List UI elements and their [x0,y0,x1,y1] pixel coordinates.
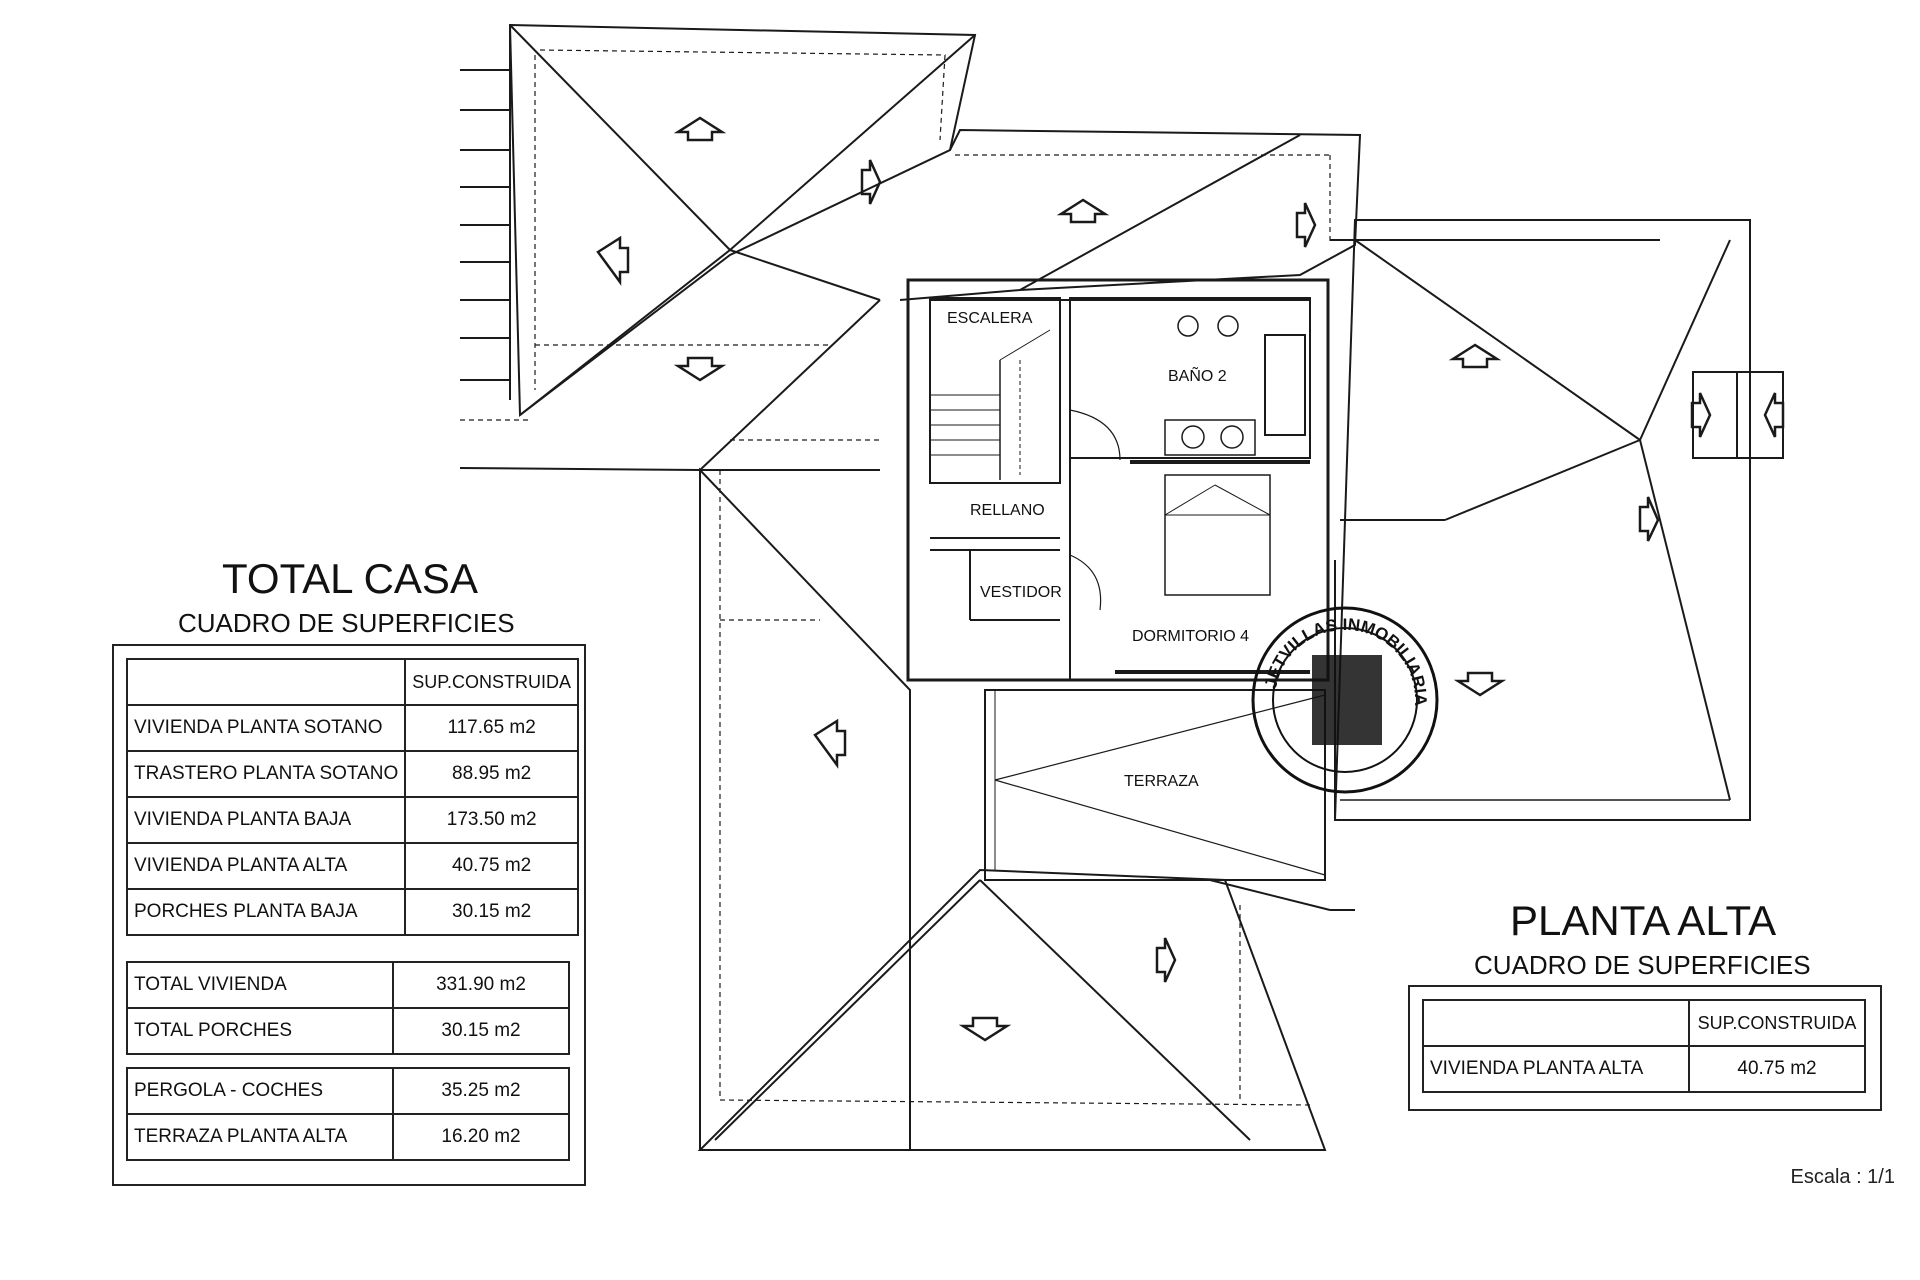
room-bano-2: BAÑO 2 [1168,365,1227,385]
column-header: SUP.CONSTRUIDA [1688,999,1866,1047]
table-row: VIVIENDA PLANTA SOTANO 117.65 m2 [125,704,579,752]
total-casa-table-main: SUP.CONSTRUIDA VIVIENDA PLANTA SOTANO 11… [125,658,579,936]
roof-bottom [697,868,1355,1151]
total-casa-title: TOTAL CASA [222,555,478,602]
row-value: 88.95 m2 [404,750,579,798]
row-value: 117.65 m2 [404,704,579,752]
row-value: 30.15 m2 [392,1007,570,1055]
column-header: SUP.CONSTRUIDA [404,658,579,706]
table-row: VIVIENDA PLANTA ALTA 40.75 m2 [125,842,579,890]
svg-text:JETVILLAS INMOBILIARIA S.L.: JETVILLAS INMOBILIARIA S.L. [0,0,1430,706]
total-casa-table-totals: TOTAL VIVIENDA 331.90 m2 TOTAL PORCHES 3… [126,961,570,1055]
row-label: TERRAZA PLANTA ALTA [126,1113,394,1161]
row-label: TOTAL VIVIENDA [126,961,394,1009]
planta-alta-subtitle: CUADRO DE SUPERFICIES [1474,950,1811,980]
row-value: 40.75 m2 [1688,1045,1866,1093]
row-label: TOTAL PORCHES [126,1007,394,1055]
header-blank-cell [1422,999,1690,1047]
row-label: VIVIENDA PLANTA SOTANO [125,704,407,752]
row-label: VIVIENDA PLANTA ALTA [125,842,407,890]
table-row: TRASTERO PLANTA SOTANO 88.95 m2 [125,750,579,798]
slope-arrows [596,116,1785,1042]
table-row: PORCHES PLANTA BAJA 30.15 m2 [125,888,579,936]
stamp-text: JETVILLAS INMOBILIARIA S.L. [0,0,1430,706]
table-row: TOTAL PORCHES 30.15 m2 [126,1007,570,1055]
row-label: PORCHES PLANTA BAJA [125,888,407,936]
room-dormitorio-4: DORMITORIO 4 [1132,628,1249,645]
roof-right [1330,219,1784,821]
roof-left [460,23,977,421]
room-vestidor: VESTIDOR [980,584,1062,601]
row-value: 331.90 m2 [392,961,570,1009]
interior-walls [906,278,1330,881]
row-label: VIVIENDA PLANTA BAJA [125,796,407,844]
table-row: TERRAZA PLANTA ALTA 16.20 m2 [126,1113,570,1161]
row-value: 16.20 m2 [392,1113,570,1161]
total-casa-table-frame: SUP.CONSTRUIDA VIVIENDA PLANTA SOTANO 11… [112,644,586,1186]
row-value: 35.25 m2 [392,1067,570,1115]
table-row: PERGOLA - COCHES 35.25 m2 [126,1067,570,1115]
row-value: 30.15 m2 [404,888,579,936]
total-casa-subtitle: CUADRO DE SUPERFICIES [178,608,515,638]
row-label: TRASTERO PLANTA SOTANO [125,750,407,798]
table-row: VIVIENDA PLANTA BAJA 173.50 m2 [125,796,579,844]
room-labels: ESCALERA BAÑO 2 RELLANO VESTIDOR DORMITO… [947,310,1249,790]
room-rellano: RELLANO [970,502,1045,519]
total-casa-table-extras: PERGOLA - COCHES 35.25 m2 TERRAZA PLANTA… [126,1067,570,1161]
row-label: PERGOLA - COCHES [126,1067,394,1115]
row-value: 40.75 m2 [404,842,579,890]
planta-alta-table-frame: SUP.CONSTRUIDA VIVIENDA PLANTA ALTA 40.7… [1408,985,1882,1111]
room-terraza: TERRAZA [1124,773,1199,790]
header-blank-cell [125,658,407,706]
table-row: VIVIENDA PLANTA ALTA 40.75 m2 [1422,1045,1866,1093]
row-label: VIVIENDA PLANTA ALTA [1422,1045,1690,1093]
scale-label: Escala : 1/1 [1790,1166,1895,1188]
roof-center-upper [899,128,1362,301]
planta-alta-title: PLANTA ALTA [1510,897,1777,944]
room-escalera: ESCALERA [947,310,1033,327]
roof-left-lower [459,299,911,1151]
planta-alta-table: SUP.CONSTRUIDA VIVIENDA PLANTA ALTA 40.7… [1422,999,1866,1093]
row-value: 173.50 m2 [404,796,579,844]
table-row: TOTAL VIVIENDA 331.90 m2 [126,961,570,1009]
